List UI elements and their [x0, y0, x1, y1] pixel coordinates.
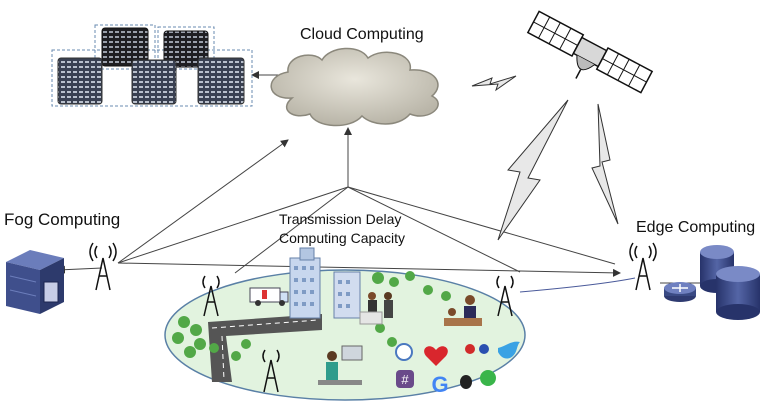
- svg-text:#: #: [401, 372, 409, 387]
- tower-fog: [89, 242, 117, 291]
- safari-icon: [395, 343, 413, 361]
- server-tower-icon: [6, 250, 64, 314]
- database-router-icon: [664, 245, 760, 320]
- apple-icon: [460, 375, 472, 389]
- connection-lines: [57, 71, 713, 293]
- tower-left: [202, 275, 220, 317]
- edge-computing-label: Edge Computing: [636, 219, 756, 236]
- pinterest-icon: [465, 344, 475, 354]
- google-icon: G: [431, 372, 448, 397]
- road: [208, 314, 322, 382]
- transmission-delay-label: Transmission Delay: [279, 211, 402, 227]
- hashtag-icon: [396, 370, 414, 388]
- app-icons: # G: [395, 341, 520, 397]
- tower-bottom: [262, 349, 280, 393]
- heart-icon: [424, 346, 448, 366]
- whatsapp-icon: [480, 370, 496, 386]
- cloud-icon: [270, 47, 439, 127]
- satellite-icon: [526, 10, 654, 94]
- cell-tower-icons: [89, 242, 657, 393]
- datacenter-icon: [51, 24, 253, 107]
- tower-right: [496, 275, 514, 317]
- ambulance-icon: [249, 287, 289, 306]
- people-icon: [318, 292, 482, 385]
- tower-edge: [629, 242, 657, 291]
- cloud-computing-label: Cloud Computing: [300, 26, 424, 43]
- twitter-icon: [498, 341, 520, 359]
- city-icon: [289, 247, 361, 319]
- fog-computing-label: Fog Computing: [4, 210, 121, 229]
- wireless-link-icons: [471, 75, 619, 241]
- computing-capacity-label: Computing Capacity: [279, 230, 406, 246]
- trees: [172, 271, 451, 361]
